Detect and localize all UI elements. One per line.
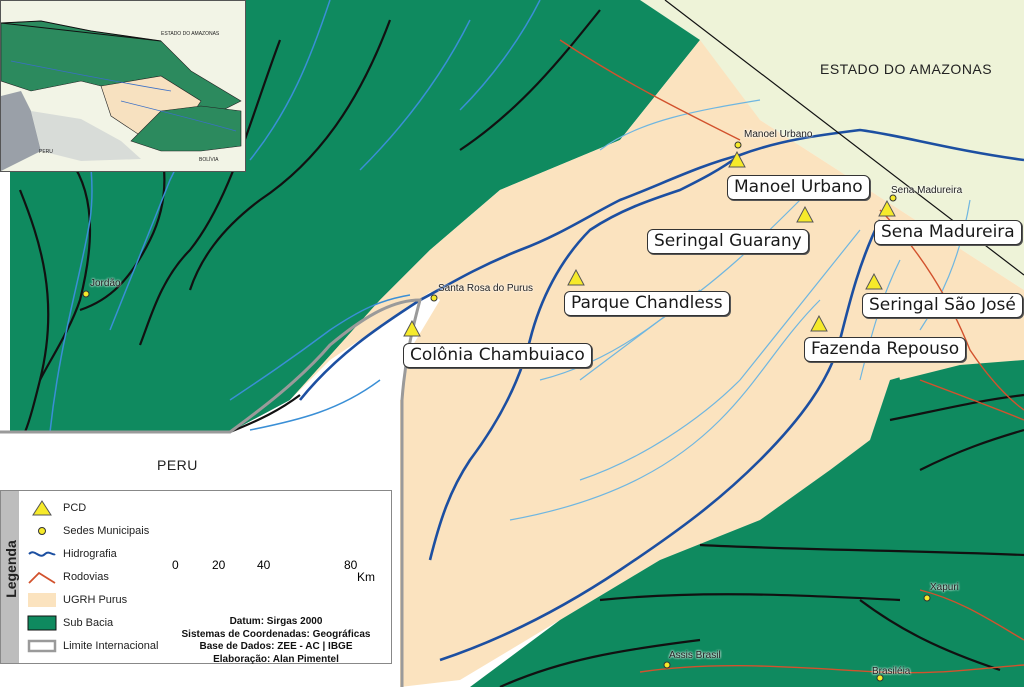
town-jordao-label: Jordão [90,278,121,289]
seat-sena-madureira-icon [889,194,897,202]
credit-base: Base de Dados: ZEE - AC | IBGE [199,641,353,652]
scale-tick-80: 80 [344,558,358,572]
blue-wave-icon [25,546,59,562]
pcd-sena-madureira-icon [878,199,896,217]
region-amazonas-label: ESTADO DO AMAZONAS [820,61,993,77]
town-xapuri-label: Xapuri [930,582,959,593]
legend-label: Rodovias [63,571,109,583]
main-rivers [298,128,1024,662]
pcd-label-fazenda-repouso: Fazenda Repouso [804,337,967,362]
legend-item-pcd: PCD [25,499,86,517]
inset-bolivia-label: BOLÍVIA [199,157,219,163]
scale-unit: Km [357,570,375,584]
peru-strip [290,292,440,400]
green-fill-icon [25,615,59,631]
pcd-label-seringal-guarany: Seringal Guarany [647,229,809,254]
seat-xapuri-icon [923,594,931,602]
municipal-seats [82,141,931,682]
inset-amazonas-label: ESTADO DO AMAZONAS [161,31,220,37]
pcd-label-sena-madureira: Sena Madureira [874,220,1022,245]
legend-label: Sub Bacia [63,617,114,629]
seat-assis-brasil-icon [663,661,671,669]
legend-item-ugrh: UGRH Purus [25,591,127,609]
yellow-triangle-icon [25,500,59,516]
seat-jordao-icon [82,290,90,298]
legend-label: Sedes Municipais [63,525,150,537]
legend-title-bar: Legenda [1,491,19,663]
legend-label: PCD [63,502,87,514]
legend-item-subbacia: Sub Bacia [25,614,113,632]
region-peru-label: PERU [157,457,198,473]
town-manoel-urbano-label: Manoel Urbano [744,129,813,140]
scale-tick-20: 20 [212,558,226,572]
red-line-icon [25,569,59,585]
pcd-manoel-urbano-icon [728,150,746,168]
credit-datum: Datum: Sirgas 2000 [229,616,323,627]
yellow-dot-icon [25,523,59,539]
seat-brasileia-icon [876,674,884,682]
legend-label: UGRH Purus [63,594,128,606]
town-assis-brasil-label: Assis Brasil [669,650,721,661]
pcd-colonia-chambuiaco-icon [403,319,421,337]
map-credits: Datum: Sirgas 2000 Sistemas de Coordenad… [176,616,376,666]
beige-fill-icon [25,592,59,608]
pcd-markers [403,150,896,337]
legend-label: Hidrografia [63,548,117,560]
legend-item-hidrografia: Hidrografia [25,545,117,563]
legend-item-sedes: Sedes Municipais [25,522,149,540]
legend-item-limite: Limite Internacional [25,637,158,655]
inset-canvas [1,1,245,171]
seat-santa-rosa-icon [430,294,438,302]
pcd-label-seringal-sao-jose: Seringal São José [862,293,1023,318]
inset-peru-label: PERU [39,149,53,155]
pcd-label-parque-chandless: Parque Chandless [564,291,730,316]
grey-border-icon [25,638,59,654]
credit-author: Elaboração: Alan Pimentel [213,653,339,665]
legend-panel: Legenda PCD Sedes Municipais Hidrografia… [0,490,392,664]
town-brasileia-label: Brasiléia [872,666,911,677]
town-sena-madureira-label: Sena Madureira [891,185,963,196]
town-santa-rosa-label: Santa Rosa do Purus [438,283,534,294]
pcd-seringal-guarany-icon [796,205,814,223]
pcd-label-colonia-chambuiaco: Colônia Chambuiaco [403,343,592,368]
legend-item-rodovias: Rodovias [25,568,109,586]
inset-map: ESTADO DO AMAZONAS PERU BOLÍVIA [0,0,246,172]
legend-label: Limite Internacional [63,640,159,652]
amazonas-area [640,0,1024,290]
seat-manoel-urbano-icon [734,141,742,149]
pcd-fazenda-repouso-icon [810,314,828,332]
pcd-label-manoel-urbano: Manoel Urbano [727,175,870,200]
pcd-parque-chandless-icon [567,268,585,286]
ugrh-purus [290,0,1024,687]
pcd-seringal-sao-jose-icon [865,272,883,290]
scale-tick-0: 0 [172,558,179,572]
legend-title: Legenda [3,540,19,598]
scale-tick-40: 40 [257,558,271,572]
credit-coords: Sistemas de Coordenadas: Geográficas [181,628,371,640]
